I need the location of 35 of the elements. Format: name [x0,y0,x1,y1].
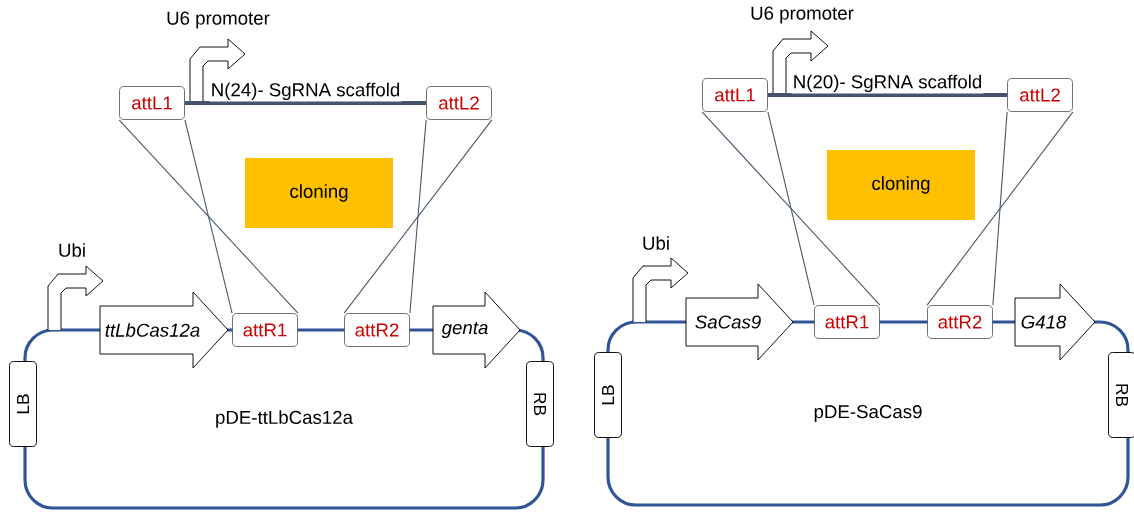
border-box: RB [1108,352,1134,438]
gene-cassette: G418 [1014,283,1096,361]
connector-line [926,111,1074,306]
connector-line [184,119,233,314]
connector-line [767,93,1008,97]
att-site-box: attL1 [119,86,185,120]
edge-label: N(24)- SgRNA scaffold [209,81,402,102]
gene-cassette: SaCas9 [685,283,794,361]
border-box: LB [594,352,622,438]
att-site-box: attR2 [927,305,993,339]
connector-line [118,119,299,314]
att-site-box: attR1 [232,313,298,347]
promoter-label: U6 promoter [167,11,270,29]
promoter-label: Ubi [59,243,85,257]
att-site-box: attL1 [702,78,768,112]
att-site-box: attL2 [426,86,492,120]
connector-line [184,101,427,105]
border-box: LB [9,361,37,447]
promoter-label: U6 promoter [751,6,854,24]
node-label: RB [1116,384,1128,407]
connector-line [992,111,1008,306]
gene-cassette: genta [432,291,521,369]
border-box: RB [526,361,554,447]
connector-line [343,119,493,314]
process-box: cloning [827,150,975,220]
att-site-box: attR2 [344,313,410,347]
att-site-box: attL2 [1007,78,1073,112]
connector-line [701,111,881,306]
promoter-label: Ubi [643,236,669,250]
connector-line [767,111,815,306]
connector-line [409,119,427,314]
edge-label: N(20)- SgRNA scaffold [791,73,984,94]
gene-cassette: ttLbCas12a [99,291,229,369]
process-box: cloning [245,158,393,228]
att-site-box: attR1 [814,305,880,339]
